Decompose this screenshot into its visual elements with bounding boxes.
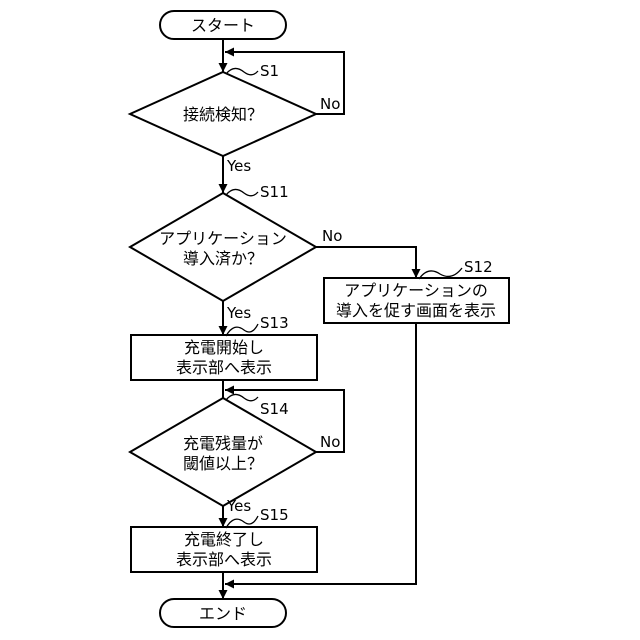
s1-no-label: No xyxy=(320,95,340,113)
s12-line2: 導入を促す画面を表示 xyxy=(336,301,496,320)
s11-line2: 導入済か？ xyxy=(183,249,263,268)
s13-step-label: S13 xyxy=(260,314,289,332)
arrow-s11-no-to-s12 xyxy=(316,247,416,278)
s1-question: 接続検知？ xyxy=(183,105,263,124)
s15-step-label: S15 xyxy=(260,506,289,524)
s14-no-label: No xyxy=(320,433,340,451)
s12-step-label: S12 xyxy=(464,258,493,276)
s14-line2: 閾値以上？ xyxy=(183,454,263,473)
s11-step-leader xyxy=(226,189,258,195)
s14-step-leader xyxy=(226,394,258,400)
s11-no-label: No xyxy=(322,227,342,245)
s14-yes-label: Yes xyxy=(226,497,251,515)
s15-line2: 表示部へ表示 xyxy=(176,550,272,569)
s1-yes-label: Yes xyxy=(226,157,251,175)
s14-line1: 充電残量が xyxy=(183,434,263,453)
s11-yes-label: Yes xyxy=(226,304,251,322)
s13-line1: 充電開始し xyxy=(184,338,264,357)
end-label: エンド xyxy=(199,604,247,623)
s15-line1: 充電終了し xyxy=(184,530,264,549)
s11-line1: アプリケーション xyxy=(159,229,287,248)
s14-step-label: S14 xyxy=(260,400,289,418)
s12-line1: アプリケーションの xyxy=(344,281,488,300)
s1-step-leader xyxy=(226,68,258,74)
s11-step-label: S11 xyxy=(260,183,289,201)
s13-line2: 表示部へ表示 xyxy=(176,358,272,377)
start-label: スタート xyxy=(191,16,255,35)
s1-step-label: S1 xyxy=(260,62,279,80)
